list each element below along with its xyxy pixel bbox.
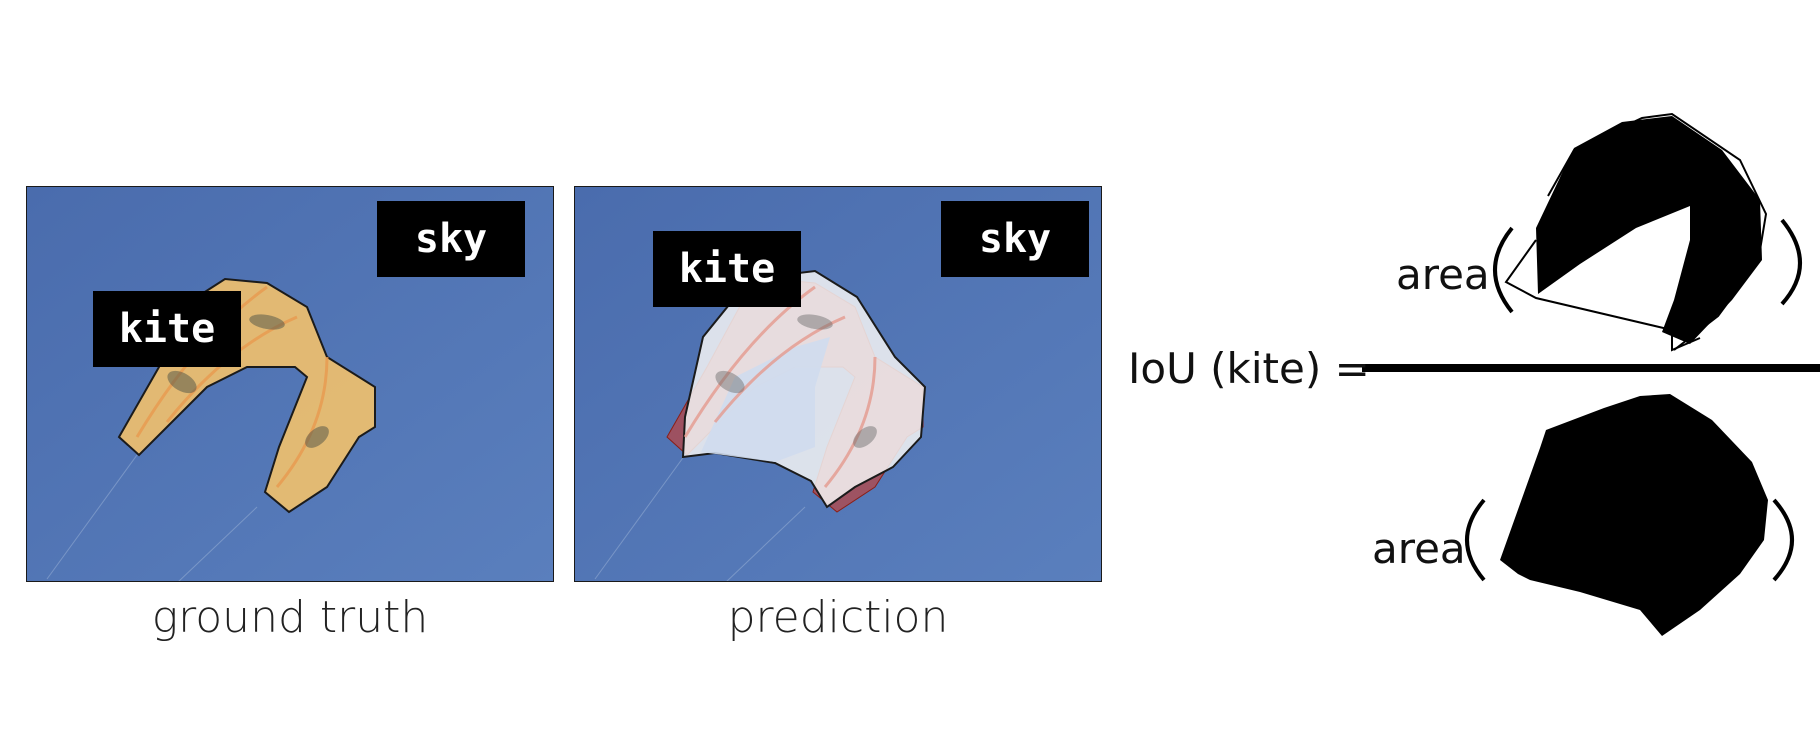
predicted-hole-region bbox=[701, 337, 830, 462]
kite-lines bbox=[594, 454, 806, 581]
ground-truth-caption: ground truth bbox=[151, 592, 429, 643]
kite-lines bbox=[46, 454, 258, 581]
prediction-panel: kite sky bbox=[574, 186, 1102, 582]
left-paren bbox=[1493, 226, 1514, 314]
numerator-area-label: area bbox=[1396, 250, 1490, 299]
left-paren bbox=[1465, 498, 1486, 582]
sky-label: sky bbox=[377, 201, 525, 277]
kite-label: kite bbox=[93, 291, 241, 367]
union-shape bbox=[1500, 394, 1768, 636]
right-paren bbox=[1772, 498, 1794, 582]
kite-decals bbox=[715, 314, 877, 448]
intersection-shape bbox=[1504, 112, 1768, 352]
iou-lhs: IoU (kite) = bbox=[1128, 344, 1370, 393]
kite-label: kite bbox=[653, 231, 801, 307]
kite-decals bbox=[167, 314, 329, 448]
prediction-caption: prediction bbox=[727, 592, 949, 643]
ground-truth-panel: kite sky bbox=[26, 186, 554, 582]
denominator-area-label: area bbox=[1372, 524, 1466, 573]
sky-label: sky bbox=[941, 201, 1089, 277]
right-paren bbox=[1780, 218, 1802, 306]
